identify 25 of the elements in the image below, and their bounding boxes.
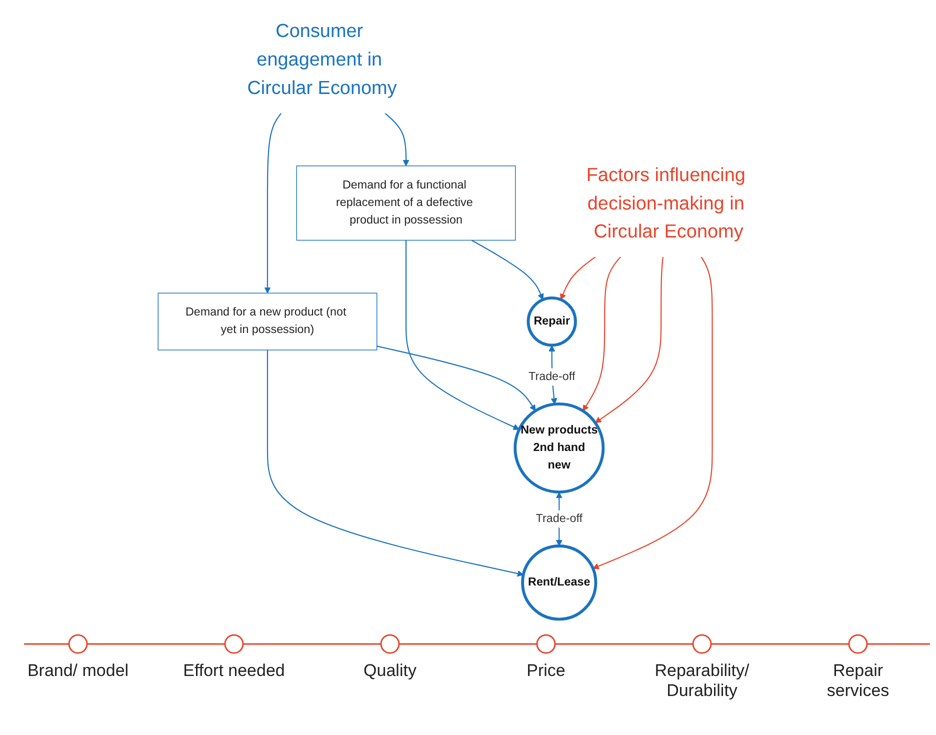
- arrow: [594, 256, 664, 424]
- edge-label: Trade-off: [536, 512, 582, 525]
- arrow: [560, 256, 596, 300]
- factor-label: Quality: [362, 661, 418, 681]
- arrow: [592, 256, 713, 570]
- node-circle: New products 2nd hand new: [514, 402, 605, 494]
- factor-label: Brand/ model: [26, 661, 130, 681]
- arrow: [582, 256, 622, 412]
- node-circle: Rent/Lease: [521, 544, 598, 621]
- arrow: [376, 346, 536, 412]
- factor-label: Price: [526, 661, 566, 681]
- node-box: Demand for a functional replacement of a defective product in possession: [296, 166, 516, 241]
- node-text: Consumer engagement in Circular Economy: [247, 20, 397, 98]
- arrow: [266, 350, 524, 577]
- factor-label: Repair services: [826, 661, 890, 701]
- arrow: [264, 112, 282, 294]
- factor-label: Reparability/ Durability: [654, 661, 750, 701]
- factor-label: Effort needed: [182, 661, 286, 681]
- arrow: [405, 240, 520, 430]
- node-circle: Repair: [526, 296, 577, 347]
- node-box: Demand for a new product (not yet in possession): [158, 292, 378, 350]
- node-text: Factors influencing decision-making in Circular Economy: [586, 163, 746, 242]
- edge-label: Trade-off: [528, 370, 576, 383]
- arrow: [384, 112, 410, 166]
- arrow: [471, 240, 544, 300]
